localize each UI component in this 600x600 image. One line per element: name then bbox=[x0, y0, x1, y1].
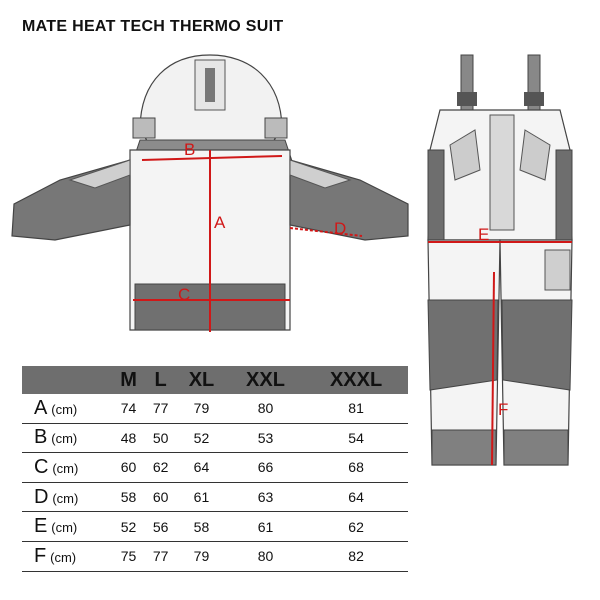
size-header-m: M bbox=[112, 366, 146, 394]
row-unit: (cm) bbox=[51, 431, 78, 447]
table-cell: 64 bbox=[176, 452, 227, 483]
row-unit: (cm) bbox=[51, 520, 78, 536]
table-cell: 77 bbox=[145, 541, 177, 572]
table-cell: 60 bbox=[112, 452, 146, 483]
table-cell: 62 bbox=[145, 452, 177, 483]
row-letter: C bbox=[34, 455, 49, 478]
table-cell: 64 bbox=[304, 482, 408, 513]
table-cell: 62 bbox=[304, 511, 408, 542]
row-letter: A bbox=[34, 396, 48, 419]
row-letter: F bbox=[34, 544, 47, 567]
table-row: A (cm) 74 77 79 80 81 bbox=[22, 394, 408, 424]
table-cell: 50 bbox=[145, 423, 177, 454]
size-header-row: M L XL XXL XXXL bbox=[22, 366, 408, 394]
table-cell: 81 bbox=[304, 394, 408, 424]
table-row: E (cm) 52 56 58 61 62 bbox=[22, 511, 408, 542]
table-row: B (cm) 48 50 52 53 54 bbox=[22, 423, 408, 454]
row-unit: (cm) bbox=[51, 401, 78, 417]
jacket-measurements: B A C D bbox=[133, 140, 363, 332]
measure-label-b: B bbox=[184, 140, 195, 159]
table-cell: 58 bbox=[112, 482, 146, 513]
page-title: MATE HEAT TECH THERMO SUIT bbox=[22, 18, 284, 35]
row-label: C (cm) bbox=[22, 452, 112, 483]
row-label: E (cm) bbox=[22, 511, 112, 542]
table-cell: 66 bbox=[226, 452, 305, 483]
row-unit: (cm) bbox=[52, 460, 79, 476]
table-cell: 52 bbox=[176, 423, 227, 454]
size-header-l: L bbox=[145, 366, 177, 394]
table-cell: 60 bbox=[145, 482, 177, 513]
measure-label-c: C bbox=[178, 285, 190, 304]
table-cell: 68 bbox=[304, 452, 408, 483]
row-label: B (cm) bbox=[22, 423, 112, 454]
table-cell: 63 bbox=[226, 482, 305, 513]
table-row: C (cm) 60 62 64 66 68 bbox=[22, 452, 408, 483]
row-unit: (cm) bbox=[52, 490, 79, 506]
table-cell: 79 bbox=[176, 541, 227, 572]
size-header-xl: XL bbox=[176, 366, 227, 394]
pants-measurements: E F bbox=[428, 225, 572, 466]
measure-label-e: E bbox=[478, 225, 489, 244]
table-cell: 61 bbox=[226, 511, 305, 542]
size-chart-table: M L XL XXL XXXL A (cm) 74 77 79 80 81 B … bbox=[22, 366, 408, 572]
measure-label-f: F bbox=[498, 400, 508, 419]
row-label: A (cm) bbox=[22, 394, 112, 424]
size-header-xxxl: XXXL bbox=[304, 366, 408, 394]
table-row: D (cm) 58 60 61 63 64 bbox=[22, 482, 408, 513]
table-cell: 82 bbox=[304, 541, 408, 572]
table-cell: 80 bbox=[226, 394, 305, 424]
row-label: D (cm) bbox=[22, 482, 112, 513]
table-cell: 80 bbox=[226, 541, 305, 572]
row-letter: E bbox=[34, 515, 48, 538]
table-cell: 79 bbox=[176, 394, 227, 424]
table-cell: 54 bbox=[304, 423, 408, 454]
table-cell: 48 bbox=[112, 423, 146, 454]
row-letter: B bbox=[34, 426, 48, 449]
table-cell: 53 bbox=[226, 423, 305, 454]
table-cell: 58 bbox=[176, 511, 227, 542]
measure-label-a: A bbox=[214, 213, 226, 232]
size-header-xxl: XXL bbox=[226, 366, 305, 394]
measure-label-d: D bbox=[334, 219, 346, 238]
table-cell: 74 bbox=[112, 394, 146, 424]
row-letter: D bbox=[34, 485, 49, 508]
table-cell: 52 bbox=[112, 511, 146, 542]
pants-illustration bbox=[427, 54, 573, 466]
table-cell: 61 bbox=[176, 482, 227, 513]
size-header-blank bbox=[22, 366, 112, 394]
table-cell: 77 bbox=[145, 394, 177, 424]
row-label: F (cm) bbox=[22, 541, 112, 572]
table-cell: 75 bbox=[112, 541, 146, 572]
table-cell: 56 bbox=[145, 511, 177, 542]
row-unit: (cm) bbox=[50, 549, 77, 565]
table-row: F (cm) 75 77 79 80 82 bbox=[22, 541, 408, 572]
